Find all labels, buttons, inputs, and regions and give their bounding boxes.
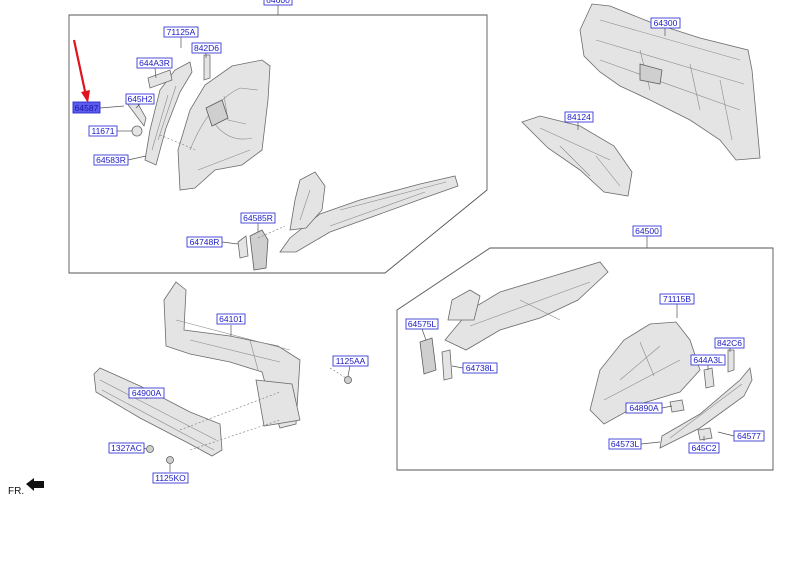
svg-text:71125A: 71125A: [167, 27, 196, 37]
callout-64577[interactable]: 64577: [733, 430, 765, 442]
group-frame-top-left: [68, 14, 488, 274]
front-direction-label: FR.: [8, 486, 24, 497]
svg-text:1327AC: 1327AC: [111, 443, 142, 453]
svg-text:64500: 64500: [635, 226, 659, 236]
svg-text:64575L: 64575L: [408, 319, 437, 329]
callout-64587-highlighted[interactable]: 64587: [72, 101, 101, 114]
front-direction-indicator: FR.: [8, 478, 44, 497]
callout-645H2[interactable]: 645H2: [125, 93, 155, 105]
svg-text:64101: 64101: [219, 314, 243, 324]
svg-text:11671: 11671: [91, 126, 114, 136]
callout-64300[interactable]: 64300: [650, 17, 681, 29]
callout-645C2[interactable]: 645C2: [688, 442, 720, 454]
svg-text:64600: 64600: [266, 0, 290, 5]
svg-text:64300: 64300: [654, 18, 678, 28]
cowl-cross-member: [521, 115, 633, 197]
callout-71125A[interactable]: 71125A: [163, 26, 199, 38]
callout-1327AC[interactable]: 1327AC: [108, 442, 145, 454]
svg-text:64577: 64577: [737, 431, 761, 441]
callout-84124[interactable]: 84124: [564, 111, 594, 123]
group-frame-right: [396, 247, 774, 471]
svg-text:644A3R: 644A3R: [139, 58, 170, 68]
callout-644A3R[interactable]: 644A3R: [136, 57, 173, 69]
svg-text:64583R: 64583R: [96, 155, 126, 165]
callout-64500[interactable]: 64500: [632, 225, 662, 237]
bolt-1125AA: [344, 376, 352, 384]
callout-64573L[interactable]: 64573L: [608, 438, 642, 450]
fender-apron-right-group: [589, 321, 753, 449]
svg-text:64585R: 64585R: [243, 213, 273, 223]
radiator-support: [163, 281, 301, 429]
callout-11671[interactable]: 11671: [88, 125, 118, 137]
svg-text:1125AA: 1125AA: [336, 356, 366, 366]
callout-64738L[interactable]: 64738L: [462, 362, 498, 374]
svg-text:645H2: 645H2: [127, 94, 152, 104]
front-side-member-left-group: [237, 171, 459, 271]
svg-text:842C6: 842C6: [717, 338, 742, 348]
svg-text:842D6: 842D6: [194, 43, 219, 53]
svg-text:64748R: 64748R: [190, 237, 220, 247]
callout-64583R[interactable]: 64583R: [93, 154, 129, 166]
callout-1125KO[interactable]: 1125KO: [152, 472, 189, 484]
callout-64600[interactable]: 64600: [263, 0, 293, 6]
red-pointer-arrow-icon: [72, 39, 90, 103]
callout-842C6[interactable]: 842C6: [714, 337, 745, 349]
callout-64890A[interactable]: 64890A: [625, 402, 663, 414]
svg-text:71115B: 71115B: [663, 294, 691, 304]
callout-64748R[interactable]: 64748R: [186, 236, 223, 248]
bolt-1327AC: [146, 445, 154, 453]
svg-text:64890A: 64890A: [629, 403, 659, 413]
svg-text:64738L: 64738L: [466, 363, 495, 373]
callout-71115B[interactable]: 71115B: [659, 293, 695, 305]
svg-text:84124: 84124: [567, 112, 591, 122]
bolt-1125KO: [166, 456, 174, 464]
callout-842D6[interactable]: 842D6: [191, 42, 222, 54]
callout-64101[interactable]: 64101: [216, 313, 246, 325]
callout-1125AA[interactable]: 1125AA: [332, 355, 369, 367]
callout-64575L[interactable]: 64575L: [405, 318, 439, 330]
callout-64585R[interactable]: 64585R: [240, 212, 276, 224]
svg-text:64587: 64587: [75, 103, 99, 113]
svg-text:64573L: 64573L: [611, 439, 640, 449]
callout-644A3L[interactable]: 644A3L: [690, 354, 726, 366]
front-direction-arrow-icon: [26, 478, 44, 491]
svg-text:1125KO: 1125KO: [155, 473, 186, 483]
svg-text:644A3L: 644A3L: [693, 355, 723, 365]
svg-text:64900A: 64900A: [132, 388, 162, 398]
svg-text:645C2: 645C2: [691, 443, 716, 453]
fender-apron-assembly: [125, 54, 271, 191]
dash-panel: [579, 3, 761, 161]
callout-64900A[interactable]: 64900A: [128, 387, 165, 399]
front-side-member-right-group: [419, 261, 609, 381]
front-bumper-beam: [93, 367, 223, 457]
